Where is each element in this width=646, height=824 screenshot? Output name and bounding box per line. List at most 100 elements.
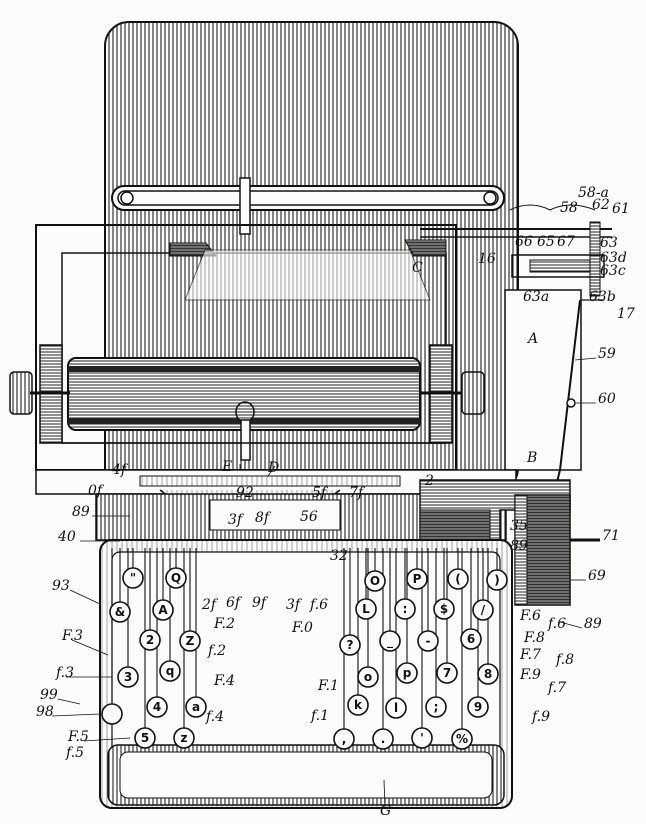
label-65: 65: [537, 234, 555, 250]
label-F3: F.3: [61, 628, 83, 644]
label-5f: 5f: [312, 485, 329, 501]
label-89b: 89: [510, 538, 528, 554]
key-label-z: z: [181, 731, 188, 745]
key-label-l: l: [394, 701, 398, 715]
leader-line: [83, 737, 131, 742]
label-66: 66: [515, 234, 533, 250]
key-dash: [417, 630, 439, 652]
label-98: 98: [36, 704, 54, 720]
key-label-semicolon: ;: [434, 700, 439, 714]
type-basket: [35, 469, 600, 606]
key-label-o: o: [364, 670, 372, 684]
leader-line: [57, 698, 81, 705]
key-percent: [451, 728, 473, 750]
key-rparen: [486, 569, 508, 591]
key-4: [146, 696, 168, 718]
label-f2: f.2: [207, 643, 226, 659]
key-o: [357, 666, 379, 688]
label-F5: F.5: [67, 729, 89, 745]
label-f9: f.9: [531, 709, 550, 725]
key-2: [139, 629, 161, 651]
leader-line: [51, 713, 101, 717]
key-label-A: A: [158, 603, 168, 617]
label-4f: 4f: [111, 462, 129, 478]
label-59: 59: [598, 346, 616, 362]
label-8f: 8f: [255, 510, 272, 526]
key-9: [467, 696, 489, 718]
key-underscore: [379, 630, 401, 652]
label-3fb: 3f: [286, 597, 303, 613]
key-dollar: [433, 598, 455, 620]
label-F2: F.2: [213, 616, 235, 632]
label-63c: 63c: [600, 263, 626, 279]
leader-line: [71, 639, 109, 656]
leader-line: [574, 357, 597, 361]
key-lparen: [447, 568, 469, 590]
key-label-O: O: [370, 574, 380, 588]
key-label-percent: %: [456, 732, 468, 746]
key-label-L: L: [362, 602, 370, 616]
label-89c: 89: [584, 616, 602, 632]
key-7: [436, 662, 458, 684]
label-A: A: [526, 331, 538, 347]
label-3fa: 3f: [228, 512, 245, 528]
key-O: [364, 570, 386, 592]
label-89a: 89: [72, 504, 90, 520]
key-p: [396, 662, 418, 684]
key-slash: [472, 599, 494, 621]
key-l: [385, 697, 407, 719]
key-label-amp: &: [115, 605, 125, 619]
key-label-question: ?: [347, 638, 354, 652]
paper-guide-rod: [111, 177, 505, 235]
label-92: 92: [236, 485, 254, 501]
leader-lines: [51, 357, 600, 809]
label-32: 32: [330, 548, 348, 564]
label-f8: f.8: [555, 652, 574, 668]
key-blank: [101, 703, 123, 725]
key-label-Z: Z: [186, 634, 195, 648]
label-f6b: f.6: [547, 616, 566, 632]
key-label-rparen: ): [494, 573, 499, 587]
platen: [9, 344, 485, 461]
key-label-3: 3: [124, 670, 132, 684]
label-B: B: [526, 450, 537, 466]
label-63d: 63d: [600, 250, 627, 266]
label-63a: 63a: [523, 289, 549, 305]
key-label-q: q: [166, 664, 175, 678]
label-93: 93: [52, 578, 70, 594]
label-F8: F.8: [523, 630, 545, 646]
label-16: 16: [478, 251, 496, 267]
label-17: 17: [617, 306, 635, 322]
label-F0: F.0: [291, 620, 313, 636]
key-label-4: 4: [153, 700, 161, 714]
label-0f: 0f: [88, 483, 105, 499]
key-label-apos: ': [420, 731, 424, 745]
label-F1: F.1: [317, 678, 339, 694]
key-L: [355, 598, 377, 620]
key-quote: [122, 567, 144, 589]
leader-line: [559, 621, 583, 629]
label-f6a: f.6: [309, 597, 328, 613]
key-label-5: 5: [141, 731, 149, 745]
key-3: [117, 666, 139, 688]
key-k: [347, 694, 369, 716]
key-colon: [394, 598, 416, 620]
label-F9: F.9: [519, 667, 541, 683]
label-9f: 9f: [252, 595, 269, 611]
key-label-colon: :: [403, 602, 408, 616]
label-61: 61: [612, 201, 630, 217]
key-amp: [109, 601, 131, 623]
key-question: [339, 634, 361, 656]
key-semicolon: [425, 696, 447, 718]
key-label-Q: Q: [171, 571, 181, 585]
key-label-p: p: [403, 666, 412, 680]
label-7f: 7f: [349, 485, 366, 501]
key-apos: [411, 727, 433, 749]
label-f3: f.3: [55, 665, 74, 681]
key-label-slash: /: [481, 603, 486, 617]
key-q: [159, 660, 181, 682]
